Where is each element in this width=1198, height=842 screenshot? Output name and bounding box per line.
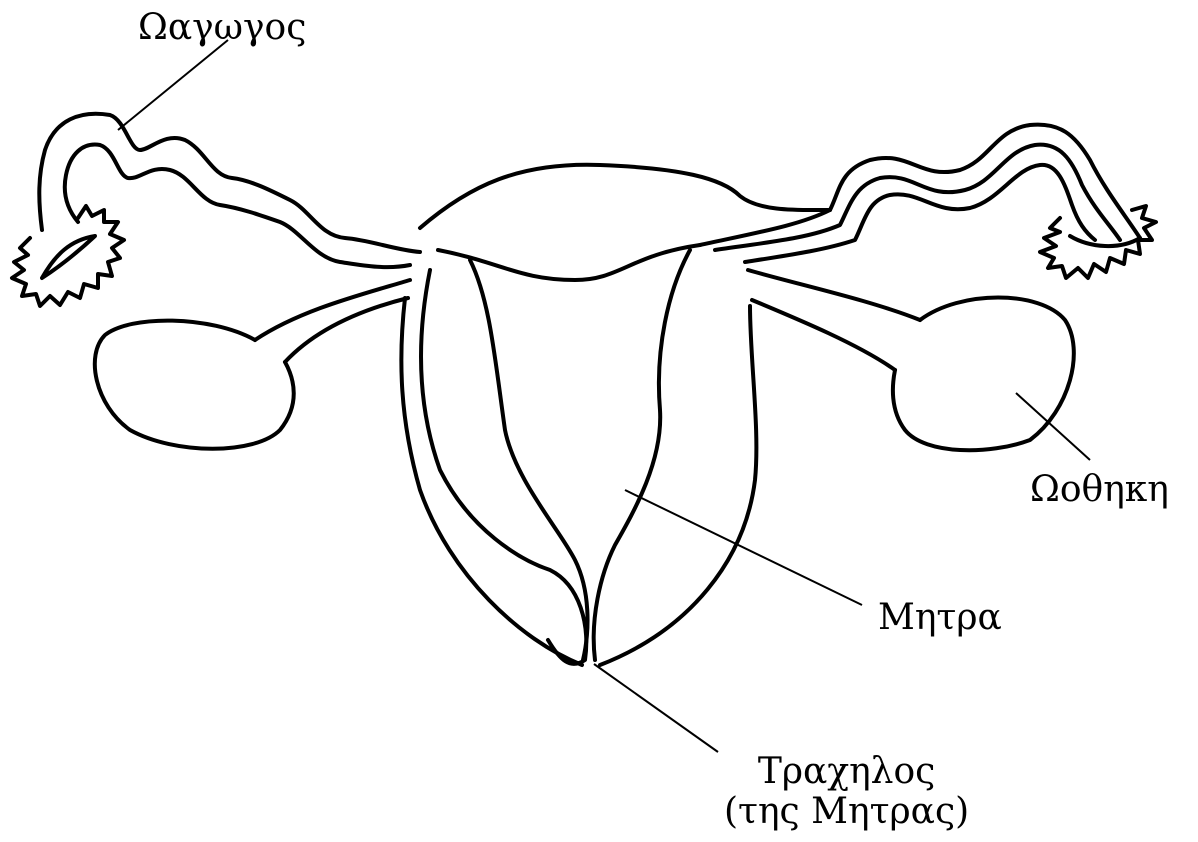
uterus-left-inner-wall (421, 270, 586, 664)
leader-uterus (625, 490, 862, 605)
uterus-left-wall (401, 298, 582, 665)
right-fimbriae-opening (1070, 236, 1140, 246)
uterus-right-outer-wall (600, 306, 756, 665)
right-ovarian-ligament (748, 270, 920, 370)
uterus-right-cavity-edge (594, 250, 690, 660)
uterus-fundus (420, 165, 830, 228)
left-fimbriae-opening (42, 236, 95, 278)
label-ovary: Ωοθηκη (1030, 470, 1169, 510)
leader-ovary (1016, 393, 1090, 460)
leader-cervix (594, 664, 718, 752)
right-ovary (893, 298, 1074, 451)
label-cervix-line1: Τραχηλος (724, 752, 969, 792)
left-oviduct-upper (39, 114, 420, 252)
left-ovary (95, 321, 294, 449)
left-oviduct-lower (65, 145, 410, 268)
right-oviduct-inner (745, 165, 1095, 262)
label-cervix: Τραχηλος (της Μητρας) (724, 752, 969, 833)
label-cervix-line2: (της Μητρας) (724, 792, 969, 832)
label-uterus: Μητρα (878, 598, 1002, 638)
leader-oviduct (118, 40, 228, 130)
label-oviduct: Ωαγωγος (138, 8, 306, 48)
left-fimbriae (12, 206, 124, 306)
right-fimbriae (1040, 206, 1156, 278)
left-ovarian-ligament (255, 280, 410, 362)
